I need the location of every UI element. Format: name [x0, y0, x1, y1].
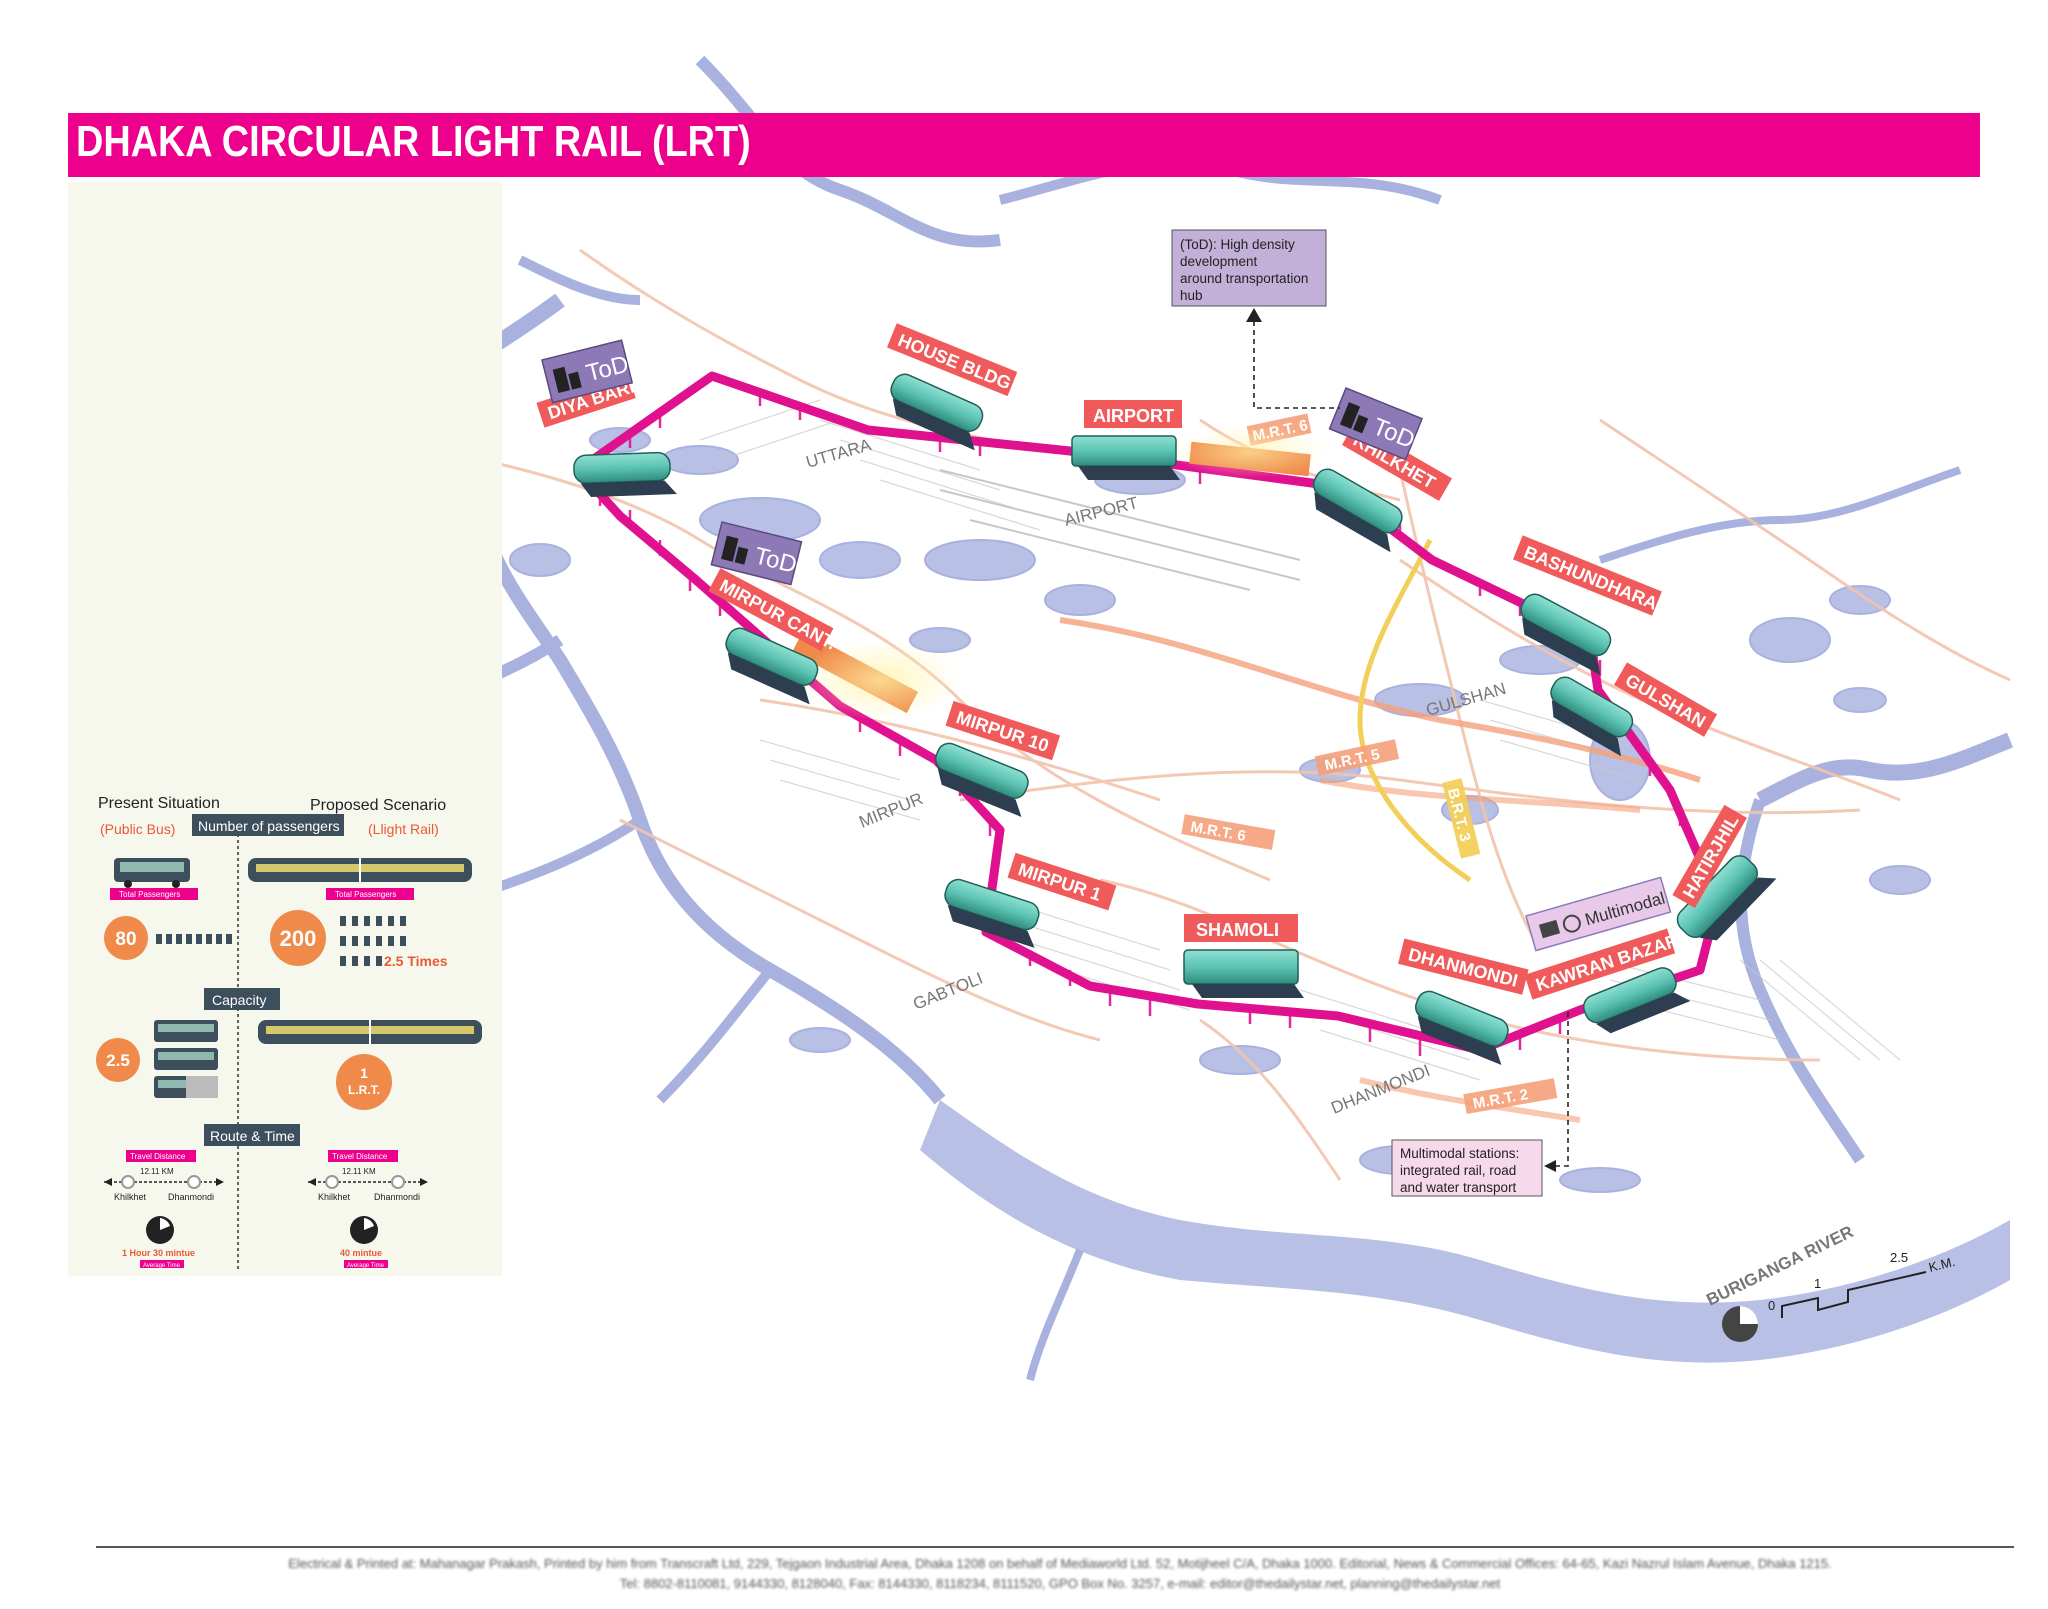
airport-runway: [939, 469, 1301, 591]
people-icons-bus: [156, 934, 232, 944]
proposed-sub: (Llight Rail): [368, 821, 439, 837]
footer-line1: Electrical & Printed at: Mahanagar Praka…: [288, 1556, 1832, 1571]
station-tubes: [573, 373, 1777, 1065]
mrt6-mid-label: M.R.T. 6: [1189, 819, 1247, 845]
area-airport: AIRPORT: [1062, 493, 1140, 530]
lrt-capacity-num: 1: [360, 1065, 368, 1081]
minor-roads: [699, 399, 1901, 1081]
lrt-passengers: 200: [280, 926, 317, 951]
tod-note-line2: development: [1180, 254, 1258, 269]
bus-icon: [1538, 919, 1561, 939]
to-bus: Dhanmondi: [168, 1192, 214, 1202]
bus-icon: [114, 858, 190, 888]
tod-note-line3: around transportation: [1180, 271, 1308, 286]
area-dhanmondi: DHANMONDI: [1328, 1061, 1432, 1118]
station-airport: AIRPORT: [1093, 406, 1174, 426]
tod-note: (ToD): High density development around t…: [1171, 229, 1340, 409]
present-heading: Present Situation: [98, 795, 220, 812]
page-title: DHAKA CIRCULAR LIGHT RAIL (LRT): [76, 117, 751, 166]
comparison-panel: Present Situation (Public Bus) Proposed …: [68, 182, 502, 1276]
lrt-loop: [573, 371, 1723, 1056]
tod-badges: ToD ToD ToD Multimodal: [541, 339, 1672, 952]
footer-line2: Tel: 8802-8110081, 9144330, 8128040, Fax…: [619, 1576, 1501, 1591]
train-icon-capacity: [258, 1020, 482, 1044]
scale-zero: 0: [1768, 1298, 1775, 1313]
total-passengers-lrt: Total Passengers: [335, 890, 396, 899]
from-bus: Khilkhet: [114, 1192, 147, 1202]
mrt-lines: [1059, 538, 1701, 1123]
from-lrt: Khilkhet: [318, 1192, 351, 1202]
station-shamoli: SHAMOLI: [1196, 920, 1279, 940]
station-gulshan: GULSHAN: [1622, 670, 1709, 732]
multimodal-note: Multimodal stations: integrated rail, ro…: [1391, 1012, 1569, 1197]
area-uttara: UTTARA: [804, 435, 874, 472]
times-label: 2.5 Times: [384, 953, 448, 969]
bus-capacity: 2.5: [106, 1051, 130, 1070]
train-icon: [1562, 914, 1581, 933]
area-mirpur: MIRPUR: [856, 789, 925, 832]
scale-two-five: 2.5: [1890, 1250, 1908, 1265]
lrt-capacity-unit: L.R.T.: [348, 1083, 380, 1097]
arrow-left-icon: [1544, 1160, 1556, 1172]
bus-time: 1 Hour 30 mintue: [122, 1248, 195, 1258]
multimodal-note-line3: and water transport: [1400, 1180, 1517, 1195]
lrt-time: 40 mintue: [340, 1248, 382, 1258]
area-gabtoli: GABTOLI: [910, 969, 985, 1014]
multimodal-note-line2: integrated rail, road: [1400, 1163, 1516, 1178]
multimodal-note-line1: Multimodal stations:: [1400, 1146, 1519, 1161]
station-mirpur1: MIRPUR 1: [1016, 859, 1104, 905]
scale-unit: K.M.: [1927, 1254, 1957, 1275]
arrow-up-icon: [1246, 308, 1262, 322]
scale-bar: 0 1 2.5 K.M.: [1722, 1250, 1957, 1342]
travel-distance-bus: Travel Distance: [130, 1152, 186, 1161]
route-heading: Route & Time: [210, 1128, 295, 1144]
building-icon: [1339, 402, 1361, 429]
tod-note-line1: (ToD): High density: [1180, 237, 1295, 252]
proposed-heading: Proposed Scenario: [310, 797, 446, 814]
bus-passengers: 80: [115, 929, 136, 950]
passengers-heading: Number of passengers: [198, 818, 340, 834]
building-icon: [721, 535, 739, 562]
scale-one: 1: [1814, 1276, 1821, 1291]
present-sub: (Public Bus): [100, 821, 175, 837]
footer-divider: [96, 1546, 2014, 1548]
bus-icons-capacity: [154, 1020, 218, 1098]
average-time-bus: Average Time: [143, 1263, 181, 1269]
people-icons-lrt: [340, 916, 406, 966]
to-lrt: Dhanmondi: [374, 1192, 420, 1202]
station-dhanmondi: DHANMONDI: [1406, 944, 1520, 991]
building-icon: [552, 366, 571, 393]
distance-bus: 12.11 KM: [140, 1167, 174, 1176]
total-passengers-bus: Total Passengers: [119, 890, 180, 899]
distance-lrt: 12.11 KM: [342, 1167, 376, 1176]
travel-distance-lrt: Travel Distance: [332, 1152, 388, 1161]
capacity-heading: Capacity: [212, 992, 266, 1008]
title-bar: DHAKA CIRCULAR LIGHT RAIL (LRT): [68, 113, 1980, 177]
train-icon: [248, 858, 472, 882]
tod-note-line4: hub: [1180, 288, 1203, 303]
comparison-graphic: Present Situation (Public Bus) Proposed …: [96, 795, 482, 1272]
average-time-lrt: Average Time: [347, 1263, 385, 1269]
